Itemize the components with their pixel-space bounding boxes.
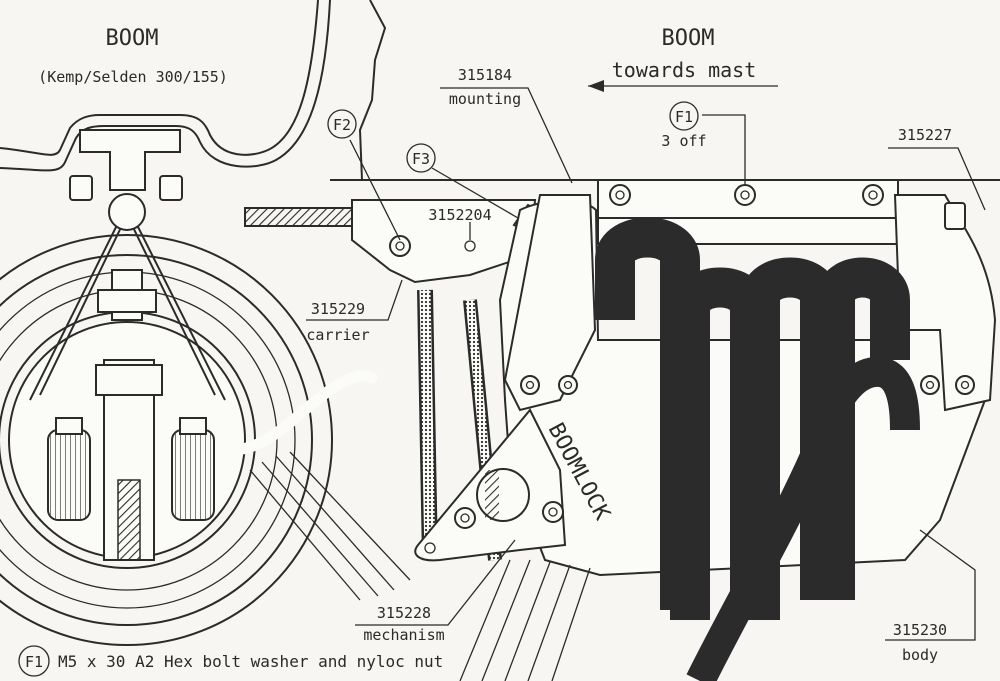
f2-marker-tag: F2 <box>333 116 351 134</box>
spring-right <box>171 417 215 521</box>
leader-f3 <box>431 167 519 219</box>
part-315229-number: 315229 <box>311 300 365 318</box>
cheek-bolt-4 <box>955 375 975 395</box>
side-nut-left <box>69 175 93 201</box>
f3-marker-circle <box>406 143 436 173</box>
leader-315229 <box>306 279 403 321</box>
f3-marker-tag: F3 <box>412 150 430 168</box>
mount-nut-3 <box>862 184 884 206</box>
leader-315227 <box>888 147 986 211</box>
mount-nut-2 <box>734 184 756 206</box>
cheek-bolt-2 <box>558 375 578 395</box>
rope-strands-left <box>249 451 411 601</box>
boom-profile-left <box>0 0 319 156</box>
right-title: BOOM <box>662 26 715 51</box>
leader-lines <box>306 80 986 641</box>
rope-strands-right <box>459 559 591 681</box>
mechanism-bolt <box>454 507 476 529</box>
cheek-bolt-3 <box>920 375 940 395</box>
carrier-hole <box>464 240 476 252</box>
left-title: BOOM <box>106 26 159 51</box>
center-pin-hatched <box>117 479 141 561</box>
part-3152204-number: 3152204 <box>428 206 491 224</box>
hanger-pivot <box>108 193 146 231</box>
left-subtitle: (Kemp/Selden 300/155) <box>38 68 228 86</box>
coil-springs <box>595 217 910 620</box>
hanger-triangle-inner <box>39 214 216 396</box>
side-nut-right <box>159 175 183 201</box>
part-315230-name: body <box>902 646 938 664</box>
spring-left <box>47 417 91 521</box>
mechanism-disc <box>476 468 530 522</box>
drum-outer <box>0 234 333 646</box>
hanger-triangle <box>29 204 226 401</box>
part-315184-number: 315184 <box>458 66 512 84</box>
part-315184-name: mounting <box>449 90 521 108</box>
f1-marker-note: 3 off <box>661 132 706 150</box>
right-side-view <box>244 0 1000 681</box>
body-end-cheek-left <box>503 194 597 412</box>
body-end-nut-right <box>944 202 966 230</box>
f2-marker-circle <box>327 109 357 139</box>
boom-t-track <box>79 129 181 191</box>
boom-edge-jag <box>358 0 387 181</box>
leader-f2 <box>349 139 401 241</box>
left-section-view <box>0 0 411 646</box>
part-315229-name: carrier <box>306 326 369 344</box>
mount-nut-1 <box>609 184 631 206</box>
center-nut <box>97 289 157 313</box>
mechanism-disc-hatch <box>485 470 499 520</box>
drum-ring-1 <box>0 254 313 626</box>
cheek-bolt-1 <box>520 375 540 395</box>
leader-315230 <box>885 529 976 641</box>
legend-text: M5 x 30 A2 Hex bolt washer and nyloc nut <box>58 652 443 671</box>
part-315230-number: 315230 <box>893 621 947 639</box>
leader-f1 <box>702 114 746 185</box>
leader-315228 <box>355 539 516 626</box>
part-315228-number: 315228 <box>377 604 431 622</box>
direction-text: towards mast <box>612 58 757 82</box>
carrier-bolt <box>389 235 411 257</box>
center-clamp <box>95 364 163 396</box>
boom-profile-left-inner <box>0 0 331 172</box>
part-315227-number: 315227 <box>898 126 952 144</box>
legend-f1-tag: F1 <box>25 653 43 671</box>
labels: BOOM (Kemp/Selden 300/155) BOOM towards … <box>18 26 952 677</box>
direction-arrowhead <box>588 80 604 92</box>
leader-315184 <box>440 87 573 184</box>
mechanism-bolt-2 <box>542 501 564 523</box>
f1-marker-circle <box>669 101 699 131</box>
part-315228-name: mechanism <box>363 626 444 644</box>
legend-f1-circle <box>18 645 50 677</box>
f1-marker-tag: F1 <box>675 108 693 126</box>
mechanism-pivot <box>424 542 436 554</box>
push-rod <box>244 207 361 227</box>
